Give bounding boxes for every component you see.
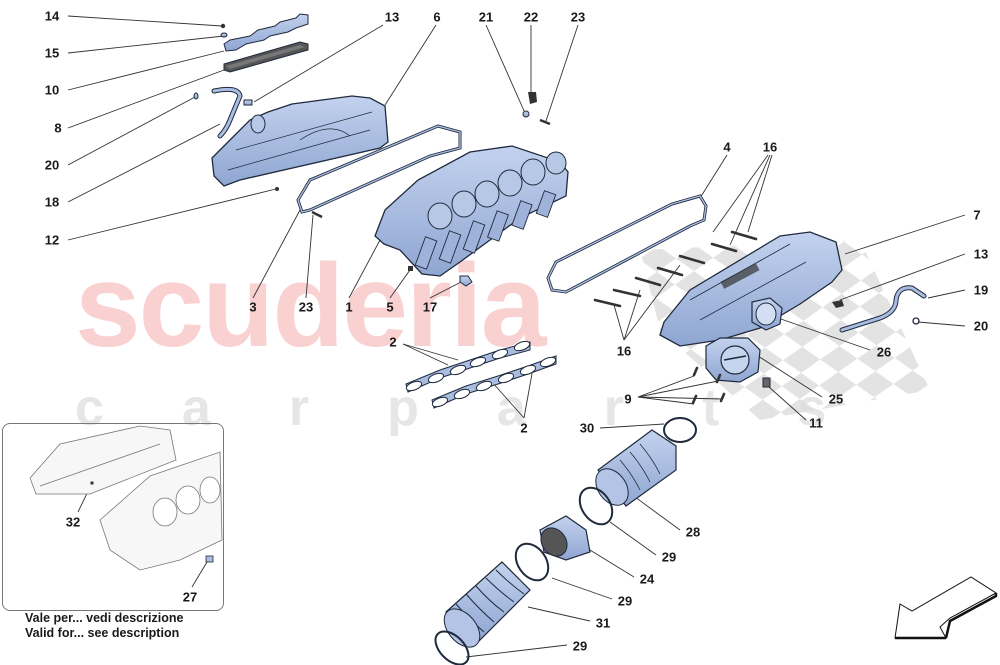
callout-9[interactable]: 9 (624, 391, 632, 407)
part-12-pin[interactable] (275, 187, 279, 191)
callout-4[interactable]: 4 (723, 139, 731, 155)
callout-27[interactable]: 27 (182, 589, 198, 605)
part-29-clamp-a[interactable] (573, 482, 619, 531)
part-24-airflow-sensor[interactable] (536, 515, 591, 561)
part-9-bolts[interactable] (691, 366, 726, 405)
part-1-intake-manifold[interactable] (374, 145, 569, 277)
callout-24[interactable]: 24 (639, 571, 655, 587)
part-18-breather-hose[interactable] (211, 86, 243, 139)
callout-19[interactable]: 19 (973, 282, 989, 298)
callout-6[interactable]: 6 (433, 9, 441, 25)
part-22-cap[interactable] (528, 92, 537, 104)
part-21-screw[interactable] (522, 110, 530, 118)
callout-16[interactable]: 16 (616, 343, 632, 359)
part-29-clamp-c[interactable] (429, 625, 474, 665)
part-16-bolts[interactable] (593, 230, 758, 308)
callout-29[interactable]: 29 (617, 593, 633, 609)
callout-30[interactable]: 30 (579, 420, 595, 436)
callout-21[interactable]: 21 (478, 9, 494, 25)
part-14-screw[interactable] (220, 23, 226, 29)
callout-13[interactable]: 13 (973, 246, 989, 262)
callout-8[interactable]: 8 (54, 120, 62, 136)
callout-2[interactable]: 2 (389, 334, 397, 350)
callout-29[interactable]: 29 (572, 638, 588, 654)
part-29-clamp-b[interactable] (509, 538, 555, 587)
part-20-o-ring[interactable] (193, 92, 199, 100)
part-15-grommet[interactable] (220, 32, 228, 38)
part-7-plenum-right[interactable] (659, 231, 843, 347)
callout-5[interactable]: 5 (386, 299, 394, 315)
part-8-mesh-panel[interactable] (223, 41, 309, 73)
part-6-plenum-left[interactable] (211, 95, 389, 187)
callout-31[interactable]: 31 (595, 615, 611, 631)
part-28-intake-duct[interactable] (589, 429, 677, 511)
callout-1[interactable]: 1 (345, 299, 353, 315)
part-2-manifold-gasket-lower[interactable] (431, 355, 557, 409)
inset-ghost-drawing (29, 425, 223, 571)
part-30-clamp[interactable] (663, 417, 697, 443)
callout-18[interactable]: 18 (44, 194, 60, 210)
part-13-fitting-right[interactable] (832, 300, 844, 308)
part-19-hose-right[interactable] (839, 285, 927, 333)
arrow-down-left-icon (894, 576, 998, 640)
inset-note: Vale per... vedi descrizione Valid for..… (23, 611, 186, 641)
callout-2[interactable]: 2 (520, 420, 528, 436)
callout-22[interactable]: 22 (523, 9, 539, 25)
part-3-gasket-left[interactable] (296, 124, 462, 214)
part-11-plug[interactable] (762, 377, 771, 388)
part-23-bolt-top[interactable] (539, 118, 551, 126)
part-2-manifold-gasket-upper[interactable] (405, 340, 531, 393)
callout-20[interactable]: 20 (973, 318, 989, 334)
callout-29[interactable]: 29 (661, 549, 677, 565)
callout-16[interactable]: 16 (762, 139, 778, 155)
callout-15[interactable]: 15 (44, 45, 60, 61)
leader-lines (67, 15, 966, 658)
part-31-bellows-duct[interactable] (437, 561, 531, 654)
part-17-bracket[interactable] (459, 275, 473, 287)
part-25-throttle-body[interactable] (705, 337, 761, 383)
callout-17[interactable]: 17 (422, 299, 438, 315)
callout-26[interactable]: 26 (876, 344, 892, 360)
callout-20[interactable]: 20 (44, 157, 60, 173)
part-5-nut[interactable] (408, 266, 413, 271)
callout-12[interactable]: 12 (44, 232, 60, 248)
inset-note-english: Valid for... see description (25, 626, 180, 640)
callout-23[interactable]: 23 (570, 9, 586, 25)
watermark-scuderia: scuderia (75, 240, 546, 372)
part-20-o-ring-right[interactable] (912, 317, 920, 325)
inset-note-italian: Vale per... vedi descrizione (25, 611, 184, 625)
callout-23[interactable]: 23 (298, 299, 314, 315)
part-10-cover-plate[interactable] (223, 13, 309, 52)
callout-25[interactable]: 25 (828, 391, 844, 407)
callout-14[interactable]: 14 (44, 8, 60, 24)
part-4-gasket-right[interactable] (546, 194, 708, 294)
part-26-throttle-adapter[interactable] (751, 297, 783, 331)
callout-32[interactable]: 32 (65, 514, 81, 530)
callout-10[interactable]: 10 (44, 82, 60, 98)
watermark-carparts: carparts (75, 379, 905, 437)
inset-variant-frame (2, 423, 224, 611)
callout-7[interactable]: 7 (973, 207, 981, 223)
callout-3[interactable]: 3 (249, 299, 257, 315)
callout-11[interactable]: 11 (809, 415, 823, 431)
part-23-bolt[interactable] (311, 210, 323, 219)
part-13-fitting[interactable] (243, 99, 253, 106)
callout-13[interactable]: 13 (384, 9, 400, 25)
callout-28[interactable]: 28 (685, 524, 701, 540)
